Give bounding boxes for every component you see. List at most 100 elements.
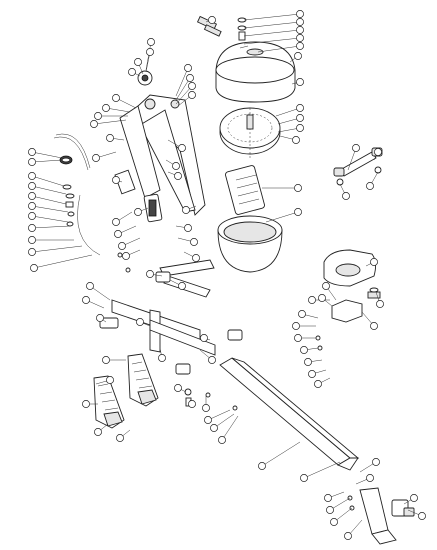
part-callout <box>370 258 378 266</box>
leader-line <box>31 185 67 195</box>
leader-line <box>303 461 341 479</box>
rear-stabilizer <box>359 487 397 545</box>
part-callout <box>324 494 332 502</box>
part-callout <box>296 10 304 18</box>
part-callout <box>410 494 418 502</box>
part-callout <box>94 428 102 436</box>
part-callout <box>296 124 304 132</box>
part-callout <box>96 314 104 322</box>
part-callout <box>330 518 338 526</box>
part-callout <box>28 158 36 166</box>
part-callout <box>112 94 120 102</box>
part-callout <box>184 224 192 232</box>
leader-line <box>221 415 239 441</box>
spacer-parts <box>196 15 247 41</box>
leader-line <box>213 413 235 429</box>
water-tank-bowl <box>217 215 283 273</box>
seat-carriage <box>331 287 381 323</box>
part-callout <box>190 238 198 246</box>
part-callout <box>296 78 304 86</box>
part-callout <box>128 68 136 76</box>
part-callout <box>294 208 302 216</box>
inner-tank-plate <box>225 165 265 215</box>
part-callout <box>28 248 36 256</box>
part-callout <box>418 512 426 520</box>
part-callout <box>292 136 300 144</box>
part-callout <box>90 120 98 128</box>
part-callout <box>174 384 182 392</box>
leader-line <box>175 85 193 105</box>
part-callout <box>28 172 36 180</box>
part-callout <box>106 134 114 142</box>
front-stabilizer <box>155 259 215 298</box>
part-callout <box>186 74 194 82</box>
part-callout <box>147 38 155 46</box>
leader-line <box>243 21 301 29</box>
part-callout <box>376 300 384 308</box>
small-parts-stack <box>62 184 75 227</box>
part-callout <box>28 236 36 244</box>
leader-line <box>31 151 63 159</box>
part-callout <box>308 296 316 304</box>
part-callout <box>322 282 330 290</box>
part-callout <box>172 162 180 170</box>
handle-strap <box>53 133 101 256</box>
part-callout <box>106 376 114 384</box>
part-callout <box>146 48 154 56</box>
leader-line <box>243 13 301 21</box>
leader-line <box>31 225 71 229</box>
leader-line <box>175 77 191 101</box>
part-callout <box>184 64 192 72</box>
leader-line <box>105 107 131 113</box>
part-callout <box>200 334 208 342</box>
part-callout <box>86 282 94 290</box>
part-callout <box>146 270 154 278</box>
part-callout <box>136 318 144 326</box>
leader-line <box>31 205 69 213</box>
part-callout <box>304 358 312 366</box>
leader-line <box>89 285 111 301</box>
part-callout <box>292 322 300 330</box>
main-base-rail <box>99 299 243 375</box>
part-callout <box>182 206 190 214</box>
part-callout <box>296 42 304 50</box>
handlebar <box>333 147 383 186</box>
part-callout <box>134 58 142 66</box>
part-callout <box>296 34 304 42</box>
part-callout <box>178 144 186 152</box>
part-callout <box>158 354 166 362</box>
part-callout <box>112 218 120 226</box>
leader-line <box>257 45 301 53</box>
leader-line <box>275 107 301 117</box>
part-callout <box>326 506 334 514</box>
leader-line <box>207 409 231 421</box>
part-callout <box>188 400 196 408</box>
part-callout <box>294 52 302 60</box>
part-callout <box>296 114 304 122</box>
part-callout <box>102 356 110 364</box>
leader-line <box>33 254 93 269</box>
leader-line <box>31 215 69 223</box>
part-callout <box>208 356 216 364</box>
leader-line <box>31 175 65 187</box>
leader-line <box>31 195 67 205</box>
front-frame <box>119 94 206 216</box>
callout-group <box>28 10 426 540</box>
monitor-bracket <box>114 169 163 223</box>
part-callout <box>204 416 212 424</box>
part-callout <box>28 224 36 232</box>
part-callout <box>294 334 302 342</box>
part-callout <box>82 400 90 408</box>
leader-line <box>265 211 299 223</box>
leader-line <box>31 245 83 253</box>
part-callout <box>344 532 352 540</box>
part-callout <box>294 184 302 192</box>
part-callout <box>28 182 36 190</box>
leader-line <box>243 29 301 37</box>
leader-line <box>145 41 152 71</box>
impeller-disc <box>219 107 281 160</box>
part-callout <box>28 148 36 156</box>
leader-line <box>243 37 301 45</box>
leader-line <box>93 119 127 125</box>
part-callout <box>372 458 380 466</box>
